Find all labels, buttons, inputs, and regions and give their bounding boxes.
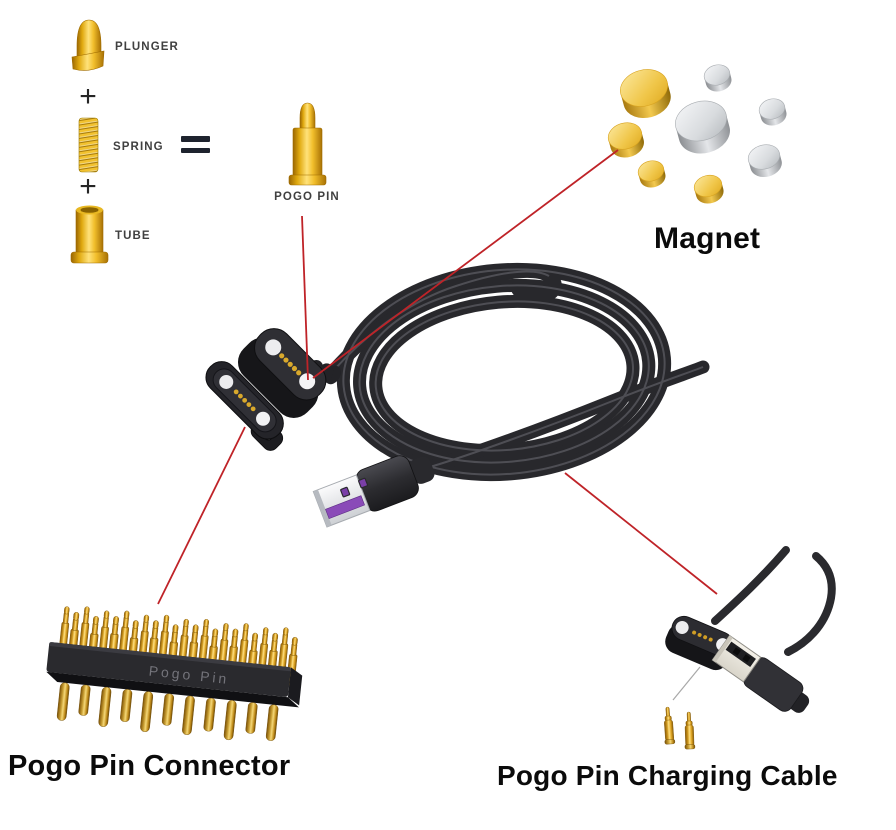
magnet-cluster [607, 64, 787, 204]
pointer-line [672, 666, 701, 701]
magnet-disc-gold-small [693, 174, 724, 204]
magnetic-connector-plug [237, 328, 327, 418]
loose-pogo-pins [662, 706, 696, 750]
magnet-disc-silver-small [703, 64, 732, 92]
pogo-pin-label: POGO PIN [274, 191, 340, 203]
callout-pogo-pin-to-plug [301, 215, 309, 381]
usb-plug-small [711, 634, 810, 713]
equals-bar-top [181, 136, 210, 142]
callout-lines [157, 149, 718, 605]
spring-icon [78, 117, 99, 173]
magnet-disc-silver-small [758, 98, 787, 126]
callout-coil-to-charging-head [564, 472, 718, 595]
pogo-pin-connector-heading: Pogo Pin Connector [8, 750, 291, 782]
spring-label: SPRING [113, 141, 164, 153]
pogo-pin-charging-cable-heading: Pogo Pin Charging Cable [497, 760, 838, 791]
magnet-disc-silver-large [675, 100, 730, 154]
callout-socket-to-connector [157, 426, 246, 605]
magnet-heading: Magnet [654, 222, 761, 255]
tube-label: TUBE [115, 230, 151, 242]
equals-sign: = [181, 136, 210, 153]
magnet-disc-gold-small [637, 160, 666, 188]
plunger-icon [71, 19, 105, 71]
tube-icon [70, 205, 109, 264]
plus-sign-2: + [79, 170, 97, 203]
magnet-disc-silver-medium [747, 144, 782, 178]
equals-bar-bottom [181, 147, 210, 153]
pogo-pin-connector: Pogo Pin [46, 606, 303, 742]
magnetic-connector-socket [205, 361, 284, 451]
plus-sign-1: + [79, 80, 97, 113]
charging-cable-small [662, 546, 836, 750]
plunger-label: PLUNGER [115, 41, 179, 53]
callout-magnet-to-plug [312, 149, 619, 379]
magnet-disc-gold-large [620, 69, 671, 119]
pogo-pin-icon [288, 102, 327, 186]
usb-plug [312, 455, 435, 528]
